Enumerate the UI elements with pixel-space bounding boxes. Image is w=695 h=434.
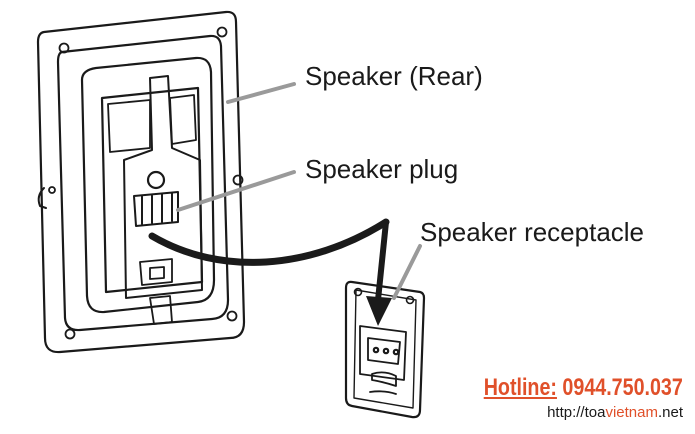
receptacle-socket [359, 325, 407, 381]
website-suffix: .net [657, 404, 683, 421]
screw-icon [232, 174, 244, 186]
screw-icon [48, 186, 56, 194]
screw-icon [64, 328, 76, 340]
cable-channel [123, 75, 203, 299]
website-brand: vietnam [605, 404, 658, 421]
speaker-cable [148, 218, 390, 266]
label-speaker-receptacle: Speaker receptacle [420, 217, 645, 247]
speaker-compartment-left [107, 99, 151, 153]
speaker-recess [80, 56, 216, 314]
website-watermark: http://toavietnam.net [547, 405, 683, 420]
leader-line-receptacle [392, 244, 422, 300]
screw-icon [353, 287, 363, 297]
socket-pin [392, 348, 400, 356]
socket-pin [382, 347, 390, 355]
leader-line-plug [176, 170, 296, 212]
speaker-inner-frame [56, 34, 230, 332]
speaker-outer-frame [36, 10, 246, 354]
lower-latch [139, 258, 173, 286]
insertion-arrow [366, 219, 392, 326]
screw-icon [58, 42, 70, 54]
screw-icon [216, 26, 228, 38]
receptacle-slot [371, 371, 397, 387]
side-knob [37, 187, 47, 209]
screw-icon [226, 310, 238, 322]
mounting-hole [146, 170, 166, 190]
speaker-plug-prongs [133, 191, 179, 227]
leader-line-rear [226, 82, 296, 104]
socket-pin [372, 346, 380, 354]
hotline-watermark: Hotline: 0944.750.037 [484, 376, 683, 400]
hotline-label: Hotline: [483, 374, 558, 401]
label-speaker-rear: Speaker (Rear) [305, 61, 483, 91]
screw-icon [405, 295, 415, 305]
receptacle-plate [344, 280, 426, 419]
bottom-tab [149, 295, 173, 325]
hotline-number: 0944.750.037 [562, 374, 683, 401]
screw-icons [48, 26, 244, 340]
label-speaker-plug: Speaker plug [305, 154, 459, 184]
website-prefix: http://toa [547, 404, 606, 421]
speaker-compartment-right [169, 94, 197, 145]
receptacle-bottom-slot [369, 390, 397, 395]
